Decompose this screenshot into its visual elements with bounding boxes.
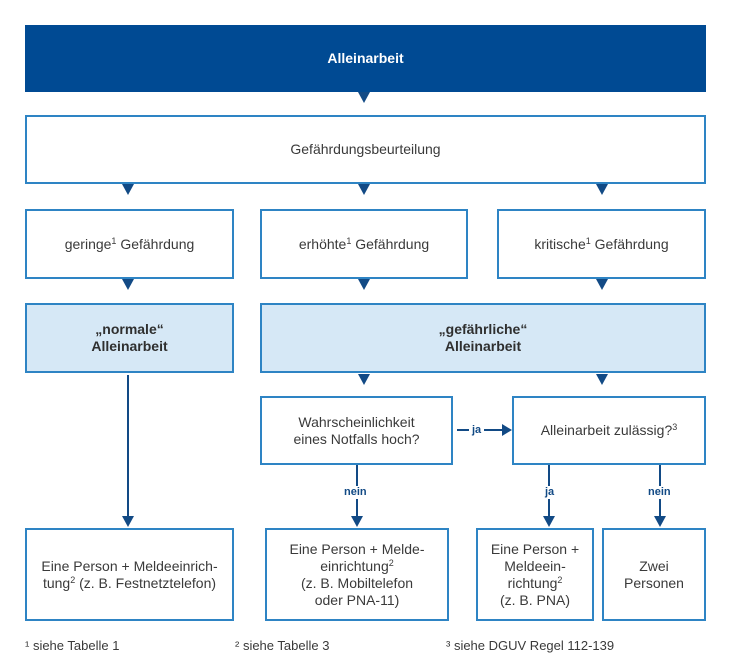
- node-geringe-rest: Gefährdung: [116, 235, 195, 252]
- node-geringe-gefaehrdung: geringe1 Gefährdung: [25, 209, 234, 279]
- footnote-ref: 1: [585, 235, 591, 246]
- footnote-1: ¹ siehe Tabelle 1: [25, 638, 120, 653]
- outcome-pna: Eine Person + Meldeein- richtung2 (z. B.…: [476, 528, 594, 621]
- arrowhead-yes-right: [502, 424, 512, 436]
- node-kritische-rest: Gefährdung: [590, 235, 669, 252]
- footnote-3: ³ siehe DGUV Regel 112-139: [446, 638, 615, 653]
- outcome-mobiltelefon: Eine Person + Melde- einrichtung2 (z. B.…: [265, 528, 449, 621]
- node-alleinarbeit-zulaessig: Alleinarbeit zulässig?3: [512, 396, 706, 465]
- outcome-pna-line4: (z. B. PNA): [499, 591, 570, 608]
- edge-label-ja-right: ja: [469, 424, 485, 437]
- outcome-mobile-line1: Eine Person + Melde-: [289, 540, 425, 557]
- outcome-mobile-line3: (z. B. Mobiltelefon: [300, 574, 414, 591]
- footnote-ref: 2: [388, 557, 394, 568]
- arrowhead-outcome-pna: [543, 516, 555, 527]
- arrowhead-outcome-mobile: [351, 516, 363, 527]
- outcome-two-line2: Personen: [624, 574, 684, 591]
- footnote-ref: 2: [70, 574, 76, 585]
- node-normale-alleinarbeit: „normale“ Alleinarbeit: [25, 303, 234, 373]
- arrowhead-outcome-two: [654, 516, 666, 527]
- edge-label-nein-down: nein: [645, 486, 674, 499]
- node-erhoehte-rest: Gefährdung: [351, 235, 430, 252]
- outcome-zwei-personen: Zwei Personen: [602, 528, 706, 621]
- outcome-pna-line1: Eine Person +: [490, 540, 580, 557]
- arrowhead-outcome-fixed: [122, 516, 134, 527]
- node-alleinarbeit: Alleinarbeit: [25, 25, 706, 92]
- outcome-fixed-line2a: tung: [42, 574, 71, 591]
- outcome-fixed-line2b: (z. B. Festnetztelefon): [75, 574, 217, 591]
- arrowhead-to-normal: [122, 279, 134, 290]
- footnote-ref: 1: [346, 235, 352, 246]
- outcome-pna-line2: Meldeein-: [504, 557, 566, 574]
- footnote-ref: 1: [111, 235, 117, 246]
- outcome-mobile-line2: einrichtung: [320, 557, 389, 574]
- node-gefaehrliche-line1: „gefährliche“: [438, 321, 528, 337]
- edge-label-ja-down: ja: [542, 486, 558, 499]
- outcome-two-line1: Zwei: [639, 557, 669, 574]
- arrowhead-elevated: [358, 184, 370, 195]
- node-gefaehrdungsbeurteilung-label: Gefährdungsbeurteilung: [290, 141, 441, 157]
- footnote-ref: 3: [672, 422, 678, 432]
- node-gefaehrliche-line2: Alleinarbeit: [444, 338, 522, 354]
- node-notfall-line1: Wahrscheinlichkeit: [298, 413, 415, 430]
- node-geringe-word: geringe: [64, 235, 112, 252]
- node-zulaessig-text: Alleinarbeit zulässig?: [540, 422, 673, 438]
- node-erhoehte-word: erhöhte: [298, 235, 347, 252]
- node-erhoehte-gefaehrdung: erhöhte1 Gefährdung: [260, 209, 468, 279]
- arrowhead-low: [122, 184, 134, 195]
- node-kritische-word: kritische: [534, 235, 586, 252]
- footnote-ref: 2: [557, 574, 563, 585]
- outcome-festnetztelefon: Eine Person + Meldeeinrich- tung2 (z. B.…: [25, 528, 234, 621]
- node-alleinarbeit-label: Alleinarbeit: [327, 50, 404, 66]
- arrowhead-critical: [596, 184, 608, 195]
- footnote-2: ² siehe Tabelle 3: [235, 638, 330, 653]
- arrowhead-to-probability: [358, 374, 370, 385]
- node-normale-line1: „normale“: [95, 321, 164, 337]
- node-normale-line2: Alleinarbeit: [91, 338, 168, 354]
- outcome-mobile-line4: oder PNA-11): [314, 591, 400, 608]
- arrowhead-critical-to-dangerous: [596, 279, 608, 290]
- arrowhead-top: [358, 92, 370, 103]
- outcome-fixed-line1: Eine Person + Meldeeinrich-: [41, 557, 218, 574]
- node-gefaehrdungsbeurteilung: Gefährdungsbeurteilung: [25, 115, 706, 184]
- node-notfall-line2: eines Notfalls hoch?: [293, 430, 420, 447]
- node-gefaehrliche-alleinarbeit: „gefährliche“ Alleinarbeit: [260, 303, 706, 373]
- node-notfall-wahrscheinlichkeit: Wahrscheinlichkeit eines Notfalls hoch?: [260, 396, 453, 465]
- arrowhead-to-permitted: [596, 374, 608, 385]
- arrowhead-elevated-to-dangerous: [358, 279, 370, 290]
- node-kritische-gefaehrdung: kritische1 Gefährdung: [497, 209, 706, 279]
- edge-label-nein-prob: nein: [341, 486, 370, 499]
- outcome-pna-line3: richtung: [507, 574, 558, 591]
